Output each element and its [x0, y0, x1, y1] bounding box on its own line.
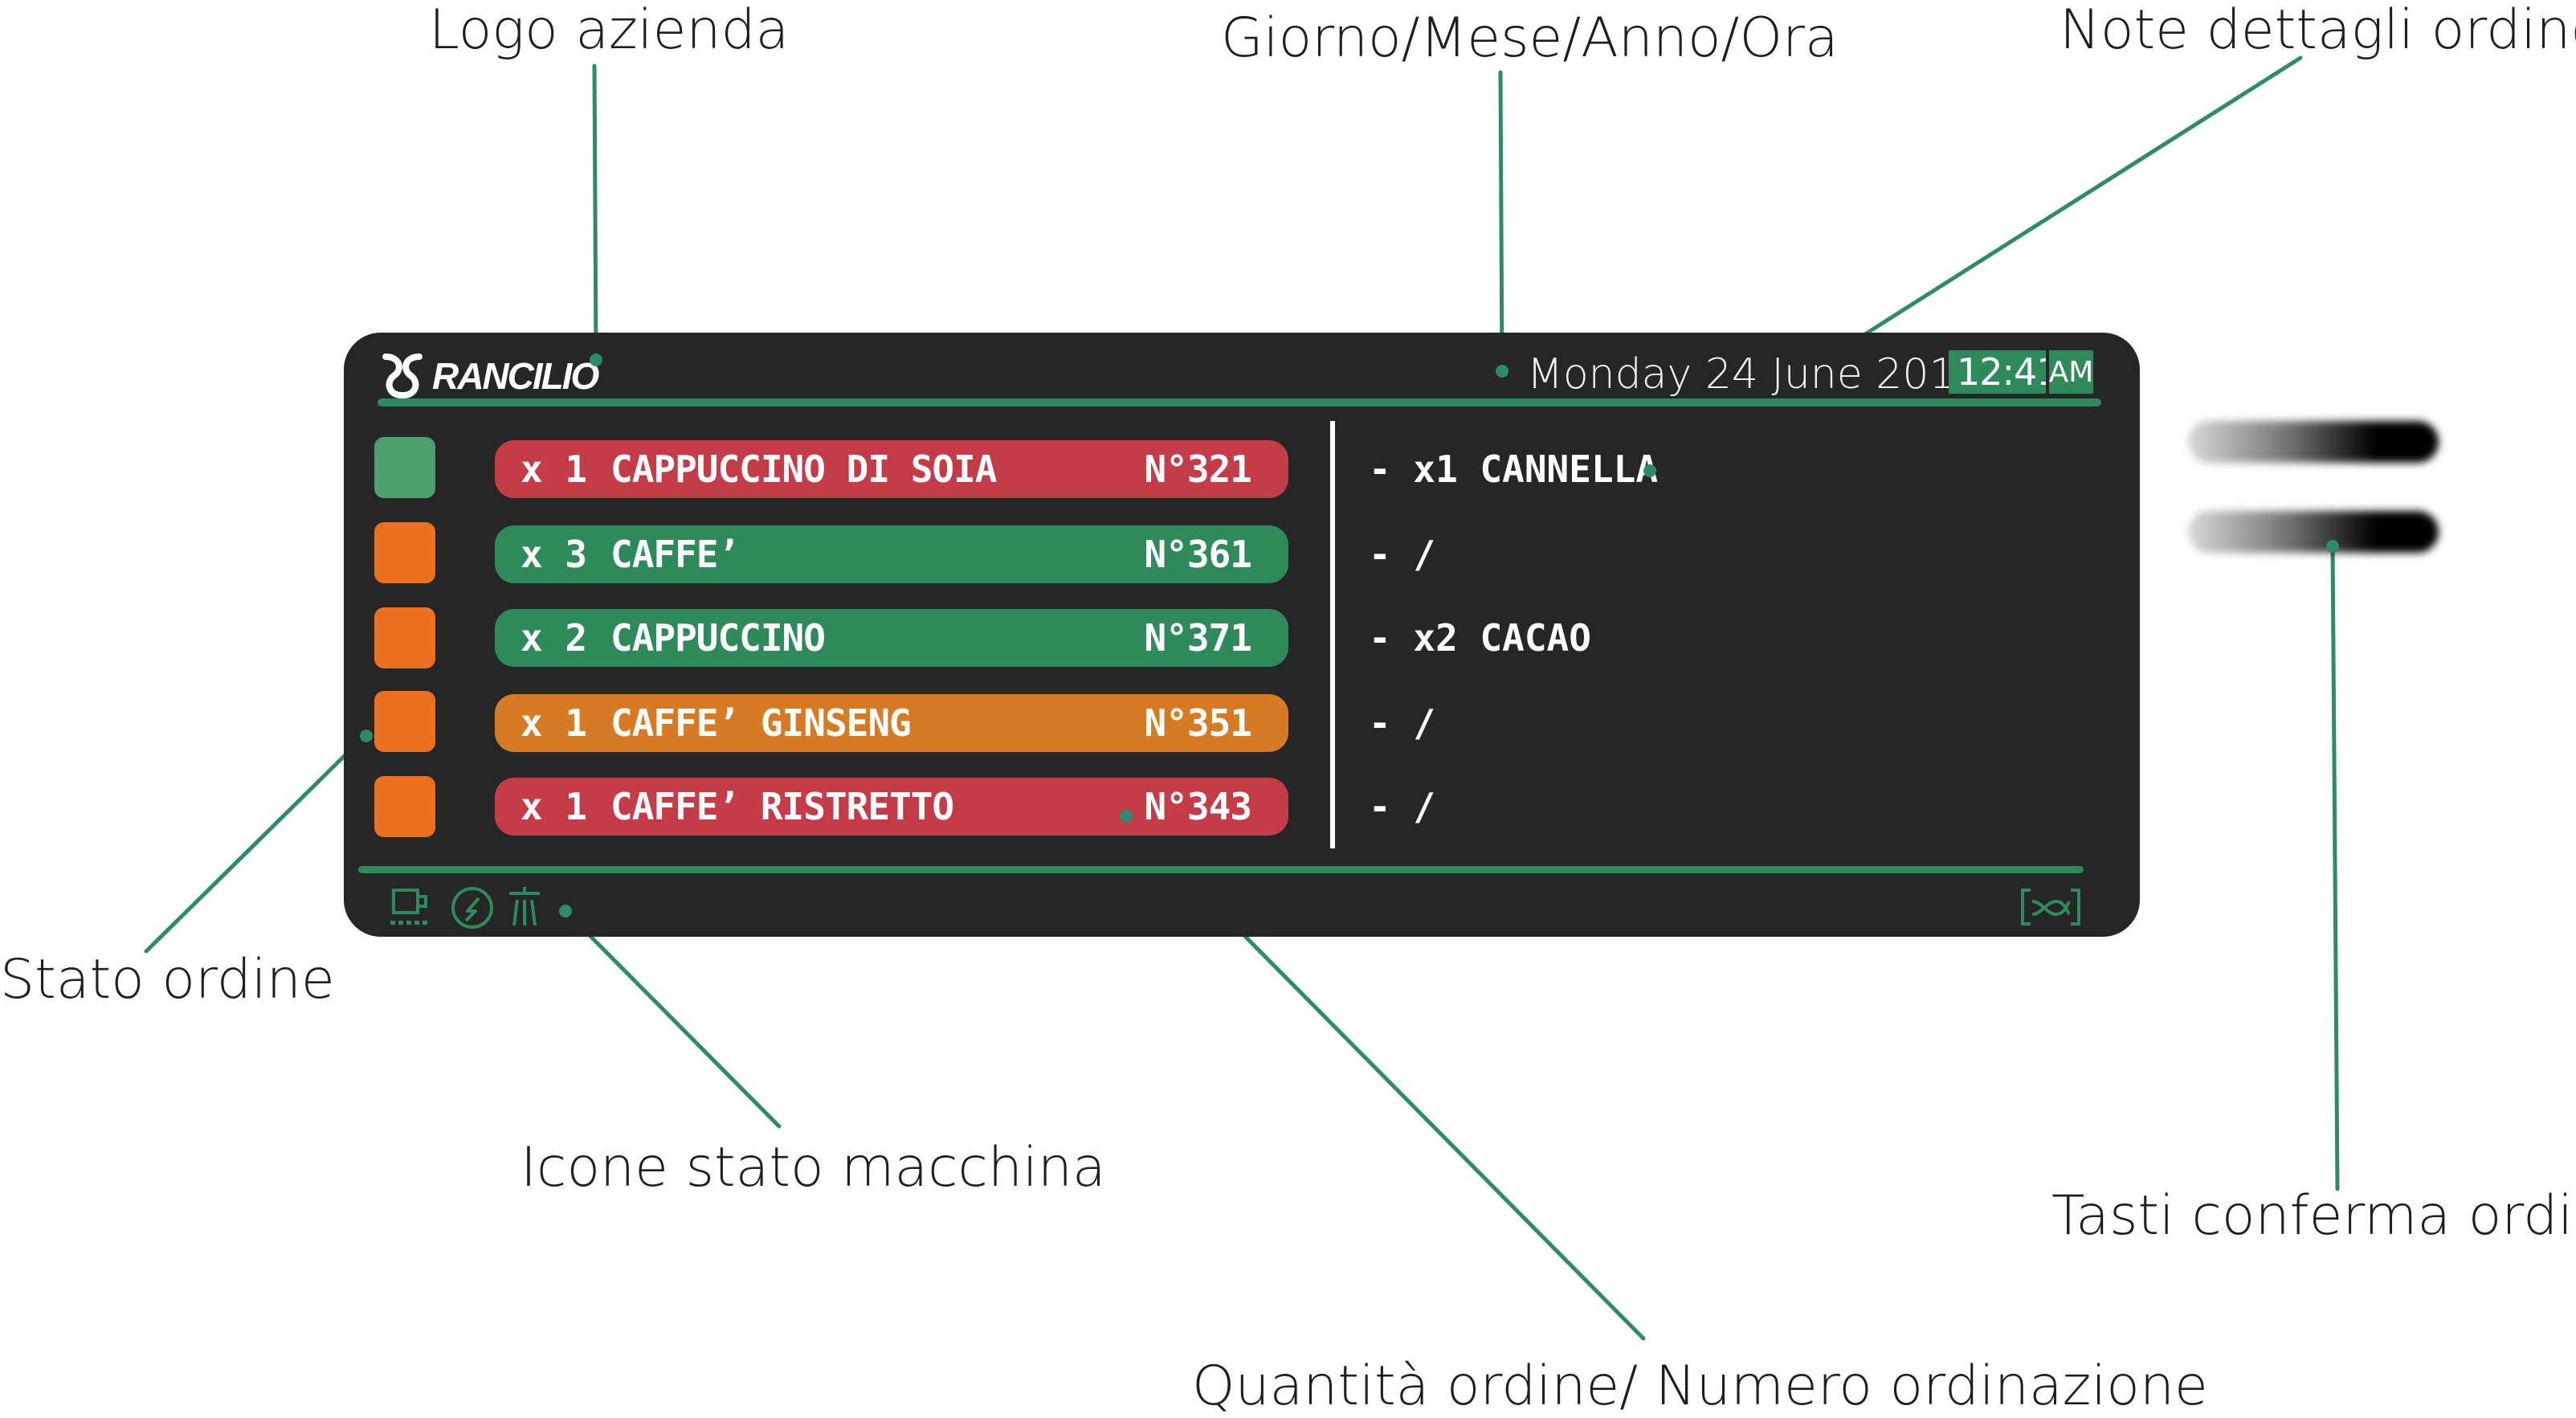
date-text: Monday 24 June 2019 [1527, 350, 1982, 398]
ampm-box: AM [2046, 350, 2093, 394]
order-display-panel: RANCILIO Monday 24 June 2019 12:41 AM x … [344, 333, 2140, 937]
footer-divider [358, 866, 2084, 873]
order-note: - x1 CANNELLA [1369, 447, 1659, 491]
order-note: - / [1369, 533, 1436, 576]
order-note: - / [1369, 785, 1436, 828]
cup-icon [390, 889, 427, 925]
confirm-button-bottom[interactable] [2188, 511, 2439, 553]
order-status-indicator [374, 522, 435, 583]
order-status-indicator [374, 437, 435, 498]
order-product: CAPPUCCINO DI SOIA [610, 447, 997, 491]
order-quantity: x 2 [521, 616, 588, 660]
order-number: N°321 [1144, 447, 1252, 491]
label-confirm-buttons: Tasti conferma ordine [2051, 1184, 2576, 1248]
shower-icon [509, 887, 540, 926]
order-status-indicator [374, 607, 435, 668]
order-number: N°351 [1144, 701, 1252, 745]
ampm-text: AM [2048, 355, 2094, 389]
label-datetime: Giorno/Mese/Anno/Ora [1221, 6, 1839, 70]
label-notes: Note dettagli ordine [2060, 0, 2576, 62]
order-row[interactable]: x 2 CAPPUCCINO N°371 [495, 609, 1288, 667]
order-quantity: x 3 [521, 533, 588, 576]
order-note: - / [1369, 701, 1436, 745]
order-row[interactable]: x 1 CAPPUCCINO DI SOIA N°321 [495, 440, 1288, 498]
order-product: CAFFE’ RISTRETTO [610, 785, 954, 828]
time-text: 12:41 [1957, 350, 2060, 394]
bracket-x-icon [2021, 889, 2080, 926]
order-quantity: x 1 [521, 447, 588, 491]
order-number: N°361 [1144, 533, 1252, 576]
order-row[interactable]: x 1 CAFFE’ RISTRETTO N°343 [495, 778, 1288, 836]
company-logo: RANCILIO [379, 352, 599, 400]
order-quantity: x 1 [521, 785, 588, 828]
order-number: N°343 [1144, 785, 1252, 828]
order-row[interactable]: x 1 CAFFE’ GINSENG N°351 [495, 694, 1288, 752]
order-status-indicator [374, 691, 435, 752]
order-product: CAFFE’ GINSENG [610, 701, 912, 745]
label-machine-icons: Icone stato macchina [521, 1136, 1106, 1199]
brand-name: RANCILIO [432, 355, 599, 397]
order-product: CAFFE’ [610, 533, 740, 576]
order-row[interactable]: x 3 CAFFE’ N°361 [495, 525, 1288, 583]
rancilio-logo-icon [382, 353, 423, 398]
power-icon [451, 887, 493, 929]
order-quantity: x 1 [521, 701, 588, 745]
confirm-button-top[interactable] [2188, 421, 2439, 463]
label-status: Stato ordine [0, 948, 335, 1011]
label-logo: Logo azienda [429, 0, 790, 62]
order-status-indicator [374, 776, 435, 837]
order-product: CAPPUCCINO [610, 616, 826, 660]
machine-status-icons [390, 887, 540, 929]
notes-divider [1330, 421, 1335, 848]
label-qty-number: Quantità ordine/ Numero ordinazione [1192, 1355, 2208, 1418]
order-number: N°371 [1144, 616, 1252, 660]
header-divider [378, 398, 2101, 407]
order-note: - x2 CACAO [1369, 616, 1591, 660]
